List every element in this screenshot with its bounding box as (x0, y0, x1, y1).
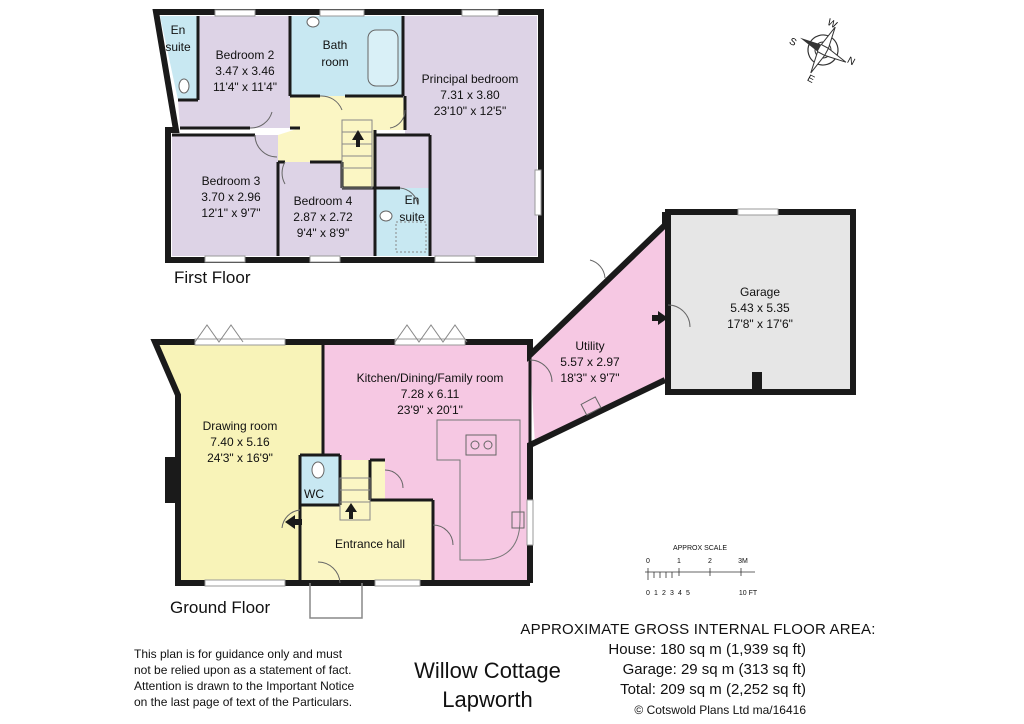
principal-bedroom-fill (403, 16, 537, 256)
ensuite-top-fill (160, 16, 198, 100)
bedroom-4-fill (278, 162, 375, 256)
property-location: Lapworth (442, 687, 533, 712)
scale-m-3: 3M (738, 558, 748, 565)
utility-fill (530, 225, 665, 445)
compass-s: S (787, 36, 798, 49)
entry-arrow-icon (285, 515, 302, 529)
kitchen-island-icon (436, 419, 521, 561)
room-entrance-hall: Entrance hall (335, 537, 405, 551)
stair-up-arrow-icon-ground (345, 503, 357, 519)
garage-fill (668, 212, 853, 392)
disclaimer-line: on the last page of text of the Particul… (134, 695, 353, 709)
disclaimer-line: not be relied upon as a statement of fac… (134, 663, 352, 677)
sink-icon (511, 511, 525, 529)
scale-ft-0: 0 (646, 590, 650, 597)
chimney-breast (165, 457, 181, 503)
scale-ft-3: 3 (670, 590, 674, 597)
area-summary: APPROXIMATE GROSS INTERNAL FLOOR AREA: H… (508, 620, 888, 720)
compass-labels: N S E W (787, 17, 857, 86)
first-floor-windows (204, 9, 542, 263)
scale-ft-10: 10 FT (739, 590, 758, 597)
hob-ring-icon (470, 440, 480, 450)
area-house: House: 180 sq m (1,939 sq ft) (608, 641, 806, 658)
toilet-icon (306, 16, 320, 28)
garage-door-arrow-icon (652, 311, 668, 325)
compass-e: E (805, 73, 816, 86)
disclaimer-line: This plan is for guidance only and must (134, 647, 343, 661)
hob-icon (465, 434, 497, 456)
area-heading: APPROXIMATE GROSS INTERNAL FLOOR AREA: (520, 621, 876, 638)
toilet-icon-ensuite-2 (379, 210, 393, 222)
ground-floor-label: Ground Floor (170, 598, 270, 617)
scale-title: APPROX SCALE (673, 545, 727, 552)
compass-w: W (825, 17, 839, 31)
scale-ft-4: 4 (678, 590, 682, 597)
copyright: © Cotswold Plans Ltd ma/16416 (634, 703, 806, 717)
french-doors (194, 324, 468, 343)
entrance-hall-fill (300, 460, 433, 583)
property-title: Willow Cottage Lapworth (400, 656, 575, 714)
kitchen-fill (323, 342, 530, 583)
scale-ft-1: 1 (654, 590, 658, 597)
compass-icon (800, 26, 847, 74)
wc-toilet-icon (311, 461, 325, 479)
disclaimer: This plan is for guidance only and must … (134, 646, 394, 710)
first-floor-label: First Floor (174, 268, 251, 287)
property-name: Willow Cottage (414, 658, 561, 683)
ground-doors (281, 259, 691, 584)
scale-bar: APPROX SCALE 0 1 2 3M 0 1 2 3 4 5 10 FT (645, 545, 758, 597)
first-floor-stairs (341, 119, 373, 189)
bedroom-2-fill (178, 16, 290, 128)
bedroom-3-fill (172, 135, 278, 256)
ground-stairs (339, 477, 371, 521)
bath-icon (367, 29, 399, 87)
disclaimer-line: Attention is drawn to the Important Noti… (134, 679, 355, 693)
area-total: Total: 209 sq m (2,252 sq ft) (620, 681, 806, 698)
room-wc: WC (304, 487, 324, 501)
cupboard-fill (375, 135, 430, 188)
scale-m-1: 1 (677, 558, 681, 565)
stair-up-arrow-icon (352, 130, 364, 147)
compass-n: N (845, 55, 857, 68)
porch (309, 583, 363, 619)
first-floor-outer-wall (152, 9, 544, 263)
utility-sink-icon (580, 396, 602, 416)
scale-m-2: 2 (708, 558, 712, 565)
scale-ft-2: 2 (662, 590, 666, 597)
hob-ring-icon-2 (483, 440, 493, 450)
garage-pillar (752, 372, 762, 392)
toilet-icon-ensuite (178, 78, 190, 94)
area-garage: Garage: 29 sq m (313 sq ft) (622, 661, 806, 678)
shower-icon (395, 221, 427, 253)
scale-ft-5: 5 (686, 590, 690, 597)
scale-m-0: 0 (646, 558, 650, 565)
drawing-room-fill (155, 342, 323, 583)
ground-windows (194, 208, 779, 587)
first-floor-doors (249, 95, 419, 206)
